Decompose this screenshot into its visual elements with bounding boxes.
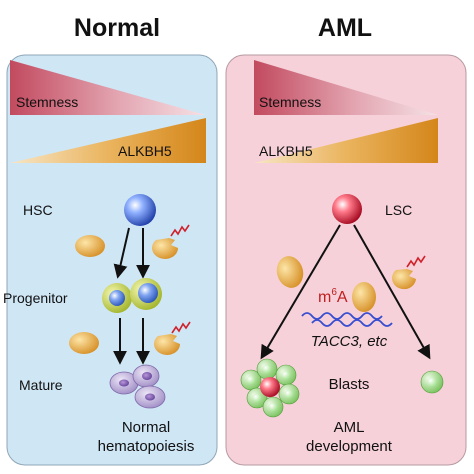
inhibit-mark xyxy=(170,224,190,237)
progenitor-cells xyxy=(102,278,162,313)
mature-label: Mature xyxy=(19,377,63,393)
blast-cell xyxy=(420,370,444,394)
normal-stemness-label: Stemness xyxy=(16,94,78,110)
aml-alkbh5-label: ALKBH5 xyxy=(259,143,313,159)
normal-alkbh5-label: ALKBH5 xyxy=(118,143,172,159)
arrow-hsc-to-progenitor-left xyxy=(113,227,130,279)
lsc-cell xyxy=(332,194,362,224)
aml-outcome-line1: AML xyxy=(334,419,365,436)
normal-alkbh5-gradient xyxy=(10,118,206,163)
blasts-label: Blasts xyxy=(329,376,370,393)
aml-panel: Stemness ALKBH5 LSC m6A TACC3, etc xyxy=(225,54,467,466)
leukemic-colony xyxy=(240,358,300,418)
hsc-label: HSC xyxy=(23,202,53,218)
m6a-label: m6A xyxy=(318,287,348,306)
aml-outcome-line2: development xyxy=(306,438,393,455)
alkbh5-protein xyxy=(75,235,105,257)
progenitor-label: Progenitor xyxy=(3,290,68,306)
normal-panel-background xyxy=(6,54,218,466)
target-genes-label: TACC3, etc xyxy=(311,333,388,350)
aml-alkbh5-gradient xyxy=(254,118,438,163)
normal-outcome-line2: hematopoiesis xyxy=(98,438,195,455)
aml-heading: AML xyxy=(318,14,372,42)
normal-heading: Normal xyxy=(74,14,160,42)
hsc-cell xyxy=(124,194,156,226)
mature-cells xyxy=(109,364,166,409)
alkbh5-protein-split xyxy=(152,238,178,259)
alkbh5-protein xyxy=(352,282,376,312)
alkbh5-protein xyxy=(69,332,99,354)
normal-stemness-gradient xyxy=(10,60,206,115)
rna-strand xyxy=(311,319,393,327)
alkbh5-protein-split xyxy=(154,334,180,355)
aml-stemness-gradient xyxy=(254,60,438,115)
alkbh5-protein-split xyxy=(392,269,416,290)
lsc-label: LSC xyxy=(385,202,412,218)
rna-strand xyxy=(301,312,383,320)
inhibit-mark xyxy=(171,321,191,334)
inhibit-mark xyxy=(406,255,426,268)
arrow-lsc-to-blast xyxy=(353,224,431,360)
normal-panel: Stemness ALKBH5 HSC Progenitor Mature xyxy=(3,54,218,466)
aml-stemness-label: Stemness xyxy=(259,94,321,110)
arrow-lsc-to-colony xyxy=(260,224,341,360)
normal-outcome-line1: Normal xyxy=(122,419,170,436)
alkbh5-protein xyxy=(276,256,304,288)
